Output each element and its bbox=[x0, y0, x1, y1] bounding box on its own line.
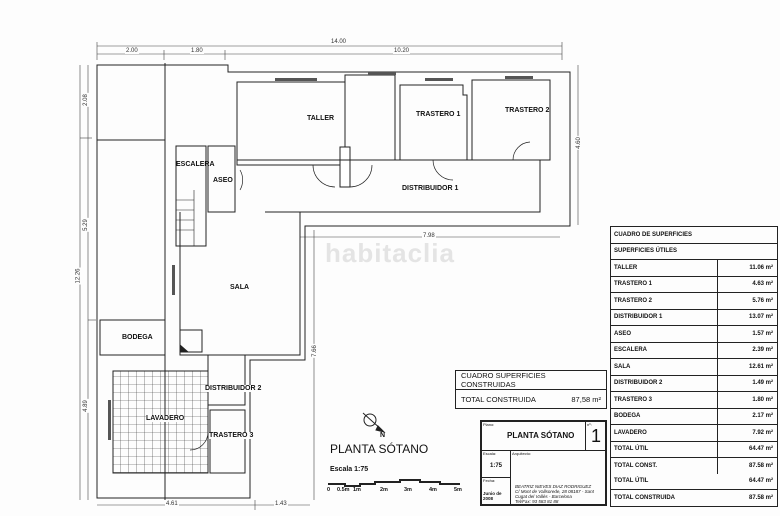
plan-title: PLANTA SÓTANO bbox=[330, 442, 429, 456]
table-row: LAVADERO 7.92 m² bbox=[611, 425, 777, 442]
construidas-title: CUADRO SUPERFICIES CONSTRUIDAS bbox=[461, 371, 546, 389]
arquitecto-address: C/ Mont de Vallsorede, 28 08187 - Sant C… bbox=[515, 489, 594, 499]
watermark: habitaclia bbox=[325, 238, 455, 268]
row-name: TRASTERO 3 bbox=[614, 396, 653, 403]
room-label-lavadero: LAVADERO bbox=[146, 415, 185, 422]
row-value: 2.39 m² bbox=[717, 342, 777, 358]
total-util-value: 64.47 m² bbox=[748, 478, 773, 485]
row-name: TOTAL CONST. bbox=[614, 462, 658, 469]
row-value: 64.47 m² bbox=[717, 441, 777, 457]
dim-bottom-b: 1.43 bbox=[274, 501, 288, 507]
dim-left-c: 4.89 bbox=[82, 399, 89, 413]
room-label-distribuidor2: DISTRIBUIDOR 2 bbox=[205, 385, 262, 392]
num-label: nº: bbox=[587, 422, 592, 427]
row-value: 1.49 m² bbox=[717, 375, 777, 391]
scale-tick: 4m bbox=[429, 487, 437, 493]
escala-value: 1:75 bbox=[490, 463, 503, 469]
construidas-value: 87,58 m² bbox=[571, 394, 601, 404]
row-value: 1.80 m² bbox=[717, 392, 777, 408]
row-value: 5.76 m² bbox=[717, 293, 777, 309]
row-name: DISTRIBUIDOR 2 bbox=[614, 380, 663, 387]
row-value: 87.58 m² bbox=[717, 458, 777, 474]
arquitecto-label: Arquitecto: bbox=[512, 451, 532, 456]
room-label-trastero2: TRASTERO 2 bbox=[505, 107, 550, 114]
superficies-table: CUADRO DE SUPERFICIES SUPERFICIES ÚTILES… bbox=[610, 226, 778, 507]
fecha-label: Fecha: bbox=[483, 478, 496, 483]
plano-value: PLANTA SÓTANO bbox=[507, 431, 575, 440]
dim-right: 4.60 bbox=[575, 136, 582, 150]
scale-tick: 1m bbox=[353, 487, 361, 493]
room-label-distribuidor1: DISTRIBUIDOR 1 bbox=[402, 185, 459, 192]
fecha-value: Junio de 2008 bbox=[483, 491, 502, 501]
row-name: BODEGA bbox=[614, 413, 641, 420]
row-name: ASEO bbox=[614, 330, 632, 337]
row-name: TRASTERO 1 bbox=[614, 281, 653, 288]
row-name: ESCALERA bbox=[614, 347, 648, 354]
row-value: 2.17 m² bbox=[717, 408, 777, 424]
plano-label: Plano: bbox=[483, 422, 495, 427]
room-label-escalera: ESCALERA bbox=[176, 161, 215, 168]
dim-left-total: 12.26 bbox=[75, 267, 82, 285]
row-value: 1.57 m² bbox=[717, 326, 777, 342]
row-value: 11.06 m² bbox=[717, 260, 777, 276]
scale-tick: 3m bbox=[404, 487, 412, 493]
row-name: TRASTERO 2 bbox=[614, 297, 653, 304]
dim-bottom-a: 4.61 bbox=[165, 501, 179, 507]
row-value: 13.07 m² bbox=[717, 309, 777, 325]
dim-total-top: 14.00 bbox=[330, 39, 348, 45]
arquitecto-phone: Tel/Fax: 93 583 81 88 bbox=[515, 499, 559, 504]
dim-left-b: 5.29 bbox=[82, 218, 89, 232]
table-row: TOTAL ÚTIL 64.47 m² bbox=[611, 441, 777, 458]
scale-tick: 0 bbox=[327, 487, 331, 493]
table-row: ESCALERA 2.39 m² bbox=[611, 342, 777, 359]
arquitecto-name: BEATRIZ NIEVES DIAZ RODRIGUEZ bbox=[515, 484, 592, 489]
dim-top-a: 2.00 bbox=[125, 48, 139, 54]
room-label-trastero1: TRASTERO 1 bbox=[416, 111, 461, 118]
room-label-aseo: ASEO bbox=[213, 177, 233, 184]
room-label-taller: TALLER bbox=[307, 115, 335, 122]
table-row: TALLER 11.06 m² bbox=[611, 260, 777, 277]
scale-tick: 0.5m bbox=[337, 487, 350, 493]
row-name: TOTAL ÚTIL bbox=[614, 446, 649, 453]
table-row: ASEO 1.57 m² bbox=[611, 326, 777, 343]
dim-top-c: 10.20 bbox=[393, 48, 411, 54]
row-name: TALLER bbox=[614, 264, 638, 271]
construidas-box: CUADRO SUPERFICIES CONSTRUIDAS TOTAL CON… bbox=[455, 370, 607, 409]
row-name: LAVADERO bbox=[614, 429, 647, 436]
table-row: TRASTERO 2 5.76 m² bbox=[611, 293, 777, 310]
table-row: TRASTERO 3 1.80 m² bbox=[611, 392, 777, 409]
room-label-sala: SALA bbox=[230, 284, 250, 291]
scale-label: Escala 1:75 bbox=[330, 466, 369, 473]
num-value: 1 bbox=[591, 426, 602, 446]
row-name: DISTRIBUIDOR 1 bbox=[614, 314, 663, 321]
table-row: TOTAL CONST. 87.58 m² bbox=[611, 458, 777, 474]
total-construida-label: TOTAL CONSTRUIDA bbox=[614, 494, 675, 501]
dim-left-a: 2.08 bbox=[82, 93, 89, 107]
row-value: 12.61 m² bbox=[717, 359, 777, 375]
dim-top-b: 1.80 bbox=[190, 48, 204, 54]
escala-label: Escala: bbox=[483, 451, 497, 456]
table-row: SALA 12.61 m² bbox=[611, 359, 777, 376]
table-subtitle: SUPERFICIES ÚTILES bbox=[614, 248, 678, 255]
room-label-bodega: BODEGA bbox=[122, 334, 153, 341]
scale-tick: 2m bbox=[380, 487, 388, 493]
row-name: SALA bbox=[614, 363, 631, 370]
title-block: Plano: PLANTA SÓTANO nº:1 Escala: 1:75 Fec… bbox=[480, 420, 607, 506]
scale-tick: 5m bbox=[454, 487, 462, 493]
table-title: CUADRO DE SUPERFICIES bbox=[614, 231, 693, 238]
table-row: DISTRIBUIDOR 1 13.07 m² bbox=[611, 309, 777, 326]
row-value: 7.92 m² bbox=[717, 425, 777, 441]
total-construida-value: 87.58 m² bbox=[748, 494, 773, 501]
room-label-trastero3: TRASTERO 3 bbox=[209, 432, 254, 439]
table-row: TRASTERO 1 4.63 m² bbox=[611, 276, 777, 293]
table-row: DISTRIBUIDOR 2 1.49 m² bbox=[611, 375, 777, 392]
north-label: N bbox=[380, 432, 386, 439]
construidas-label: TOTAL CONSTRUIDA bbox=[461, 394, 536, 404]
total-util-label: TOTAL ÚTIL bbox=[614, 478, 649, 485]
row-value: 4.63 m² bbox=[717, 276, 777, 292]
dim-mid: 7.98 bbox=[422, 233, 436, 239]
dim-mid-v: 7.66 bbox=[311, 344, 318, 358]
table-row: BODEGA 2.17 m² bbox=[611, 408, 777, 425]
